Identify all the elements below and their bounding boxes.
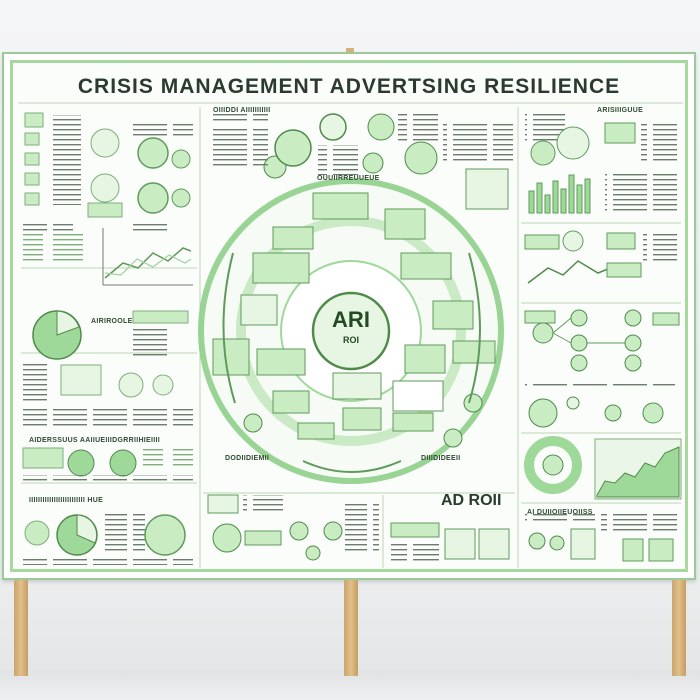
left-lower-label: AIDERSSUUS AAIIUEIIIDGRRIIHIEIIII <box>29 437 160 444</box>
board-frame: CRISIS MANAGEMENT ADVERTSING RESILIENCE <box>10 60 688 572</box>
infographic-artwork <box>18 102 683 568</box>
right-mid-label: AI DUIIOIIEUOIISS <box>527 509 593 516</box>
top-right-label: ARISIIIGUUE <box>597 107 644 114</box>
right-network-panel <box>524 309 680 428</box>
board-title: CRISIS MANAGEMENT ADVERTSING RESILIENCE <box>77 75 621 98</box>
left-mid-label: AIRIROOLE <box>91 318 133 325</box>
right-bottom-panel <box>525 511 677 562</box>
left-lower-panel <box>22 447 193 481</box>
left-line-chart-panel <box>23 223 193 286</box>
top-center-left-label: OIIIDDI AIIIIIIIIIII <box>213 107 271 114</box>
left-top-panel <box>24 112 193 218</box>
central-cycle-diagram <box>198 152 504 484</box>
left-bottom-label: IIIIIIIIIIIIIIIIIIIIIIIII HUE <box>29 497 104 504</box>
infographic-board: CRISIS MANAGEMENT ADVERTSING RESILIENCE <box>2 52 696 580</box>
center-bottom-left-label: DODIIDIEMII <box>225 455 270 462</box>
center-bottom-right-label: DIIIDIDEEII <box>421 455 461 462</box>
right-line-panel <box>524 230 677 284</box>
panel-dividers <box>18 102 683 568</box>
right-donut-panel <box>524 436 682 500</box>
area-chart-mini <box>596 446 680 498</box>
left-pie-panel <box>23 310 193 428</box>
left-bottom-panel <box>23 513 193 565</box>
center-top-label: OUUIIRREUUEUE <box>317 175 380 182</box>
easel-leg-right <box>672 580 686 676</box>
center-top-panel <box>208 111 513 210</box>
center-main-label: ARI <box>332 307 370 332</box>
center-sub-label: ROI <box>342 335 359 345</box>
easel-leg-left <box>14 580 28 676</box>
bar-chart-mini <box>528 174 591 214</box>
center-bottom-panel <box>207 494 510 563</box>
easel-leg-center <box>344 580 358 676</box>
right-top-panel <box>525 113 677 214</box>
hanging-pin <box>346 48 354 52</box>
ad-roi-label: AD ROII <box>441 492 502 509</box>
